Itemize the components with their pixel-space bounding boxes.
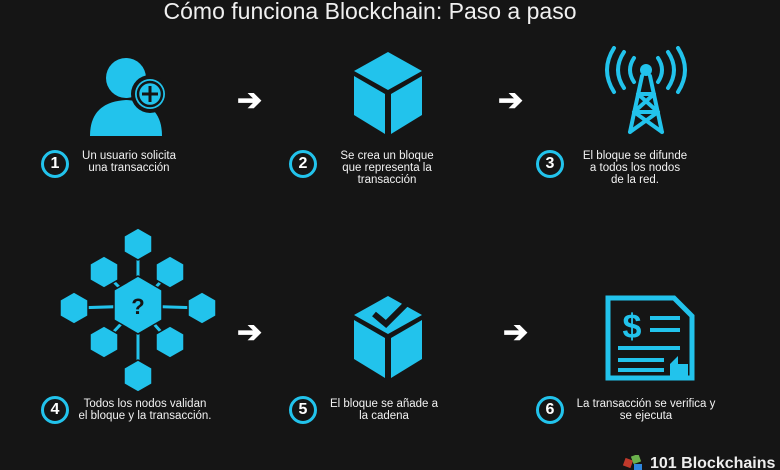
- step-label: El bloque se añade a la cadena: [329, 398, 439, 422]
- step-label: El bloque se difunde a todos los nodos d…: [582, 150, 688, 186]
- cube-check-icon: [354, 296, 422, 378]
- logo-mark-icon: [622, 455, 642, 470]
- step-number: 1: [41, 150, 69, 178]
- arrow-icon: ➔: [237, 84, 263, 117]
- page-title: Cómo funciona Blockchain: Paso a paso: [163, 0, 577, 24]
- arrow-icon: ➔: [503, 316, 529, 349]
- step-number: 3: [536, 150, 564, 178]
- step-number: 6: [536, 396, 564, 424]
- user-add-icon: [90, 58, 169, 136]
- step-number: 4: [41, 396, 69, 424]
- step-number: 2: [289, 150, 317, 178]
- svg-text:$: $: [623, 308, 642, 346]
- cube-icon: [354, 52, 422, 134]
- brand-logo: 101 Blockchains: [622, 455, 775, 470]
- arrow-icon: ➔: [498, 84, 524, 117]
- step-label: Se crea un bloque que representa la tran…: [340, 150, 434, 186]
- network-center-label: ?: [131, 294, 144, 319]
- node-network-icon: ?: [59, 227, 217, 393]
- broadcast-tower-icon: [605, 46, 687, 134]
- step-label: La transacción se verifica y se ejecuta: [576, 398, 716, 422]
- arrow-icon: ➔: [237, 316, 263, 349]
- step-label: Un usuario solicita una transacción: [82, 150, 176, 174]
- step-label: Todos los nodos validan el bloque y la t…: [78, 398, 212, 422]
- logo-text: 101 Blockchains: [650, 455, 776, 470]
- step-number: 5: [289, 396, 317, 424]
- document-dollar-icon: $: [605, 295, 695, 381]
